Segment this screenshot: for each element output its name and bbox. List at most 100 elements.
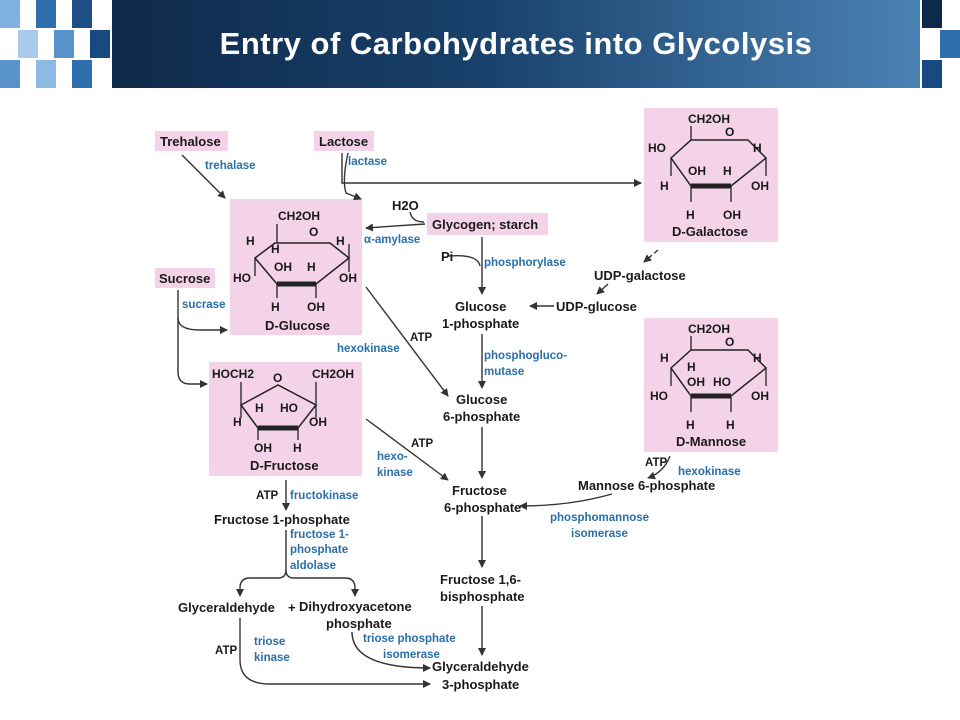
decor-square xyxy=(54,30,74,58)
glycogen-box xyxy=(427,213,548,235)
enzyme-trehalase: trehalase xyxy=(205,160,256,172)
fbp-label-1: Fructose 1,6- xyxy=(440,572,521,587)
glucose-h1: H xyxy=(246,234,255,248)
fructose-oh1: OH xyxy=(309,415,327,429)
glucose-oh2: OH xyxy=(339,271,357,285)
water-curve xyxy=(409,211,425,223)
fructose-structure-box xyxy=(209,362,362,476)
enzyme-phosphoglucomutase-1: phosphogluco- xyxy=(484,350,567,362)
mannose-ho: HO xyxy=(650,389,668,403)
fructose-ch2oh: CH2OH xyxy=(312,367,354,381)
pathway-arrows xyxy=(177,152,671,688)
atp-fructokinase: ATP xyxy=(256,490,278,502)
arrow-galactose-udpgal xyxy=(643,249,659,263)
dhap-label-1: Dihydroxyacetone xyxy=(299,599,412,614)
g1p-label-2: 1-phosphate xyxy=(442,316,519,331)
enzyme-phosphorylase: phosphorylase xyxy=(484,257,566,269)
mannose-h3: H xyxy=(687,360,696,374)
glucose-oh1: OH xyxy=(274,260,292,274)
trehalose-label: Trehalose xyxy=(160,134,221,149)
mannose-structure-box xyxy=(644,318,778,452)
atp-triose-kinase: ATP xyxy=(215,645,237,657)
arrow-f1p-dhap xyxy=(285,569,359,597)
decor-square xyxy=(72,0,92,28)
glucose-ho: HO xyxy=(233,271,251,285)
enzyme-hexokinase-glucose: hexokinase xyxy=(337,343,400,355)
arrow-udpgal-udpglc xyxy=(596,283,609,295)
galactose-ch2oh: CH2OH xyxy=(688,112,730,126)
arrow-fructose-f6p xyxy=(365,418,449,481)
glucose-oh3: OH xyxy=(307,300,325,314)
enzyme-phosphoglucomutase-2: mutase xyxy=(484,366,524,378)
fbp-label-2: bisphosphate xyxy=(440,589,525,604)
mannose-h4: H xyxy=(686,418,695,432)
arrow-trehalose-glucose xyxy=(181,154,226,199)
g6p-label-2: 6-phosphate xyxy=(443,409,520,424)
galactose-h4: H xyxy=(686,208,695,222)
g1p-label-1: Glucose xyxy=(455,299,506,314)
decor-square xyxy=(0,60,20,88)
galactose-ho: HO xyxy=(648,141,666,155)
arrow-m6p-f6p xyxy=(519,493,613,510)
fructose-h1: H xyxy=(233,415,242,429)
arrow-dhap-g3p xyxy=(351,631,431,672)
atp-mannose: ATP xyxy=(645,457,667,469)
arrow-sucrose-fructose xyxy=(177,318,208,388)
mannose-h2: H xyxy=(753,351,762,365)
decor-square xyxy=(922,0,942,28)
udp-glucose-label: UDP-glucose xyxy=(556,299,637,314)
glucose-h2: H xyxy=(271,242,280,256)
title-bar xyxy=(112,0,920,88)
lactose-box xyxy=(314,131,374,151)
galactose-label: D-Galactose xyxy=(672,224,748,239)
glucose-h5: H xyxy=(271,300,280,314)
decor-square xyxy=(90,30,110,58)
mannose-oh1: OH xyxy=(687,375,705,389)
galactose-ring-o: O xyxy=(725,125,734,139)
galactose-oh1: OH xyxy=(688,164,706,178)
arrow-glycogen-glucose xyxy=(365,223,426,232)
mannose-label: D-Mannose xyxy=(676,434,746,449)
arrow-mannose-m6p xyxy=(647,455,671,480)
udp-galactose-label: UDP-galactose xyxy=(594,268,686,283)
mannose-h5: H xyxy=(726,418,735,432)
g3p-label-2: 3-phosphate xyxy=(442,677,519,692)
fructose-ring-o: O xyxy=(273,371,282,385)
f6p-label-1: Fructose xyxy=(452,483,507,498)
enzyme-fructokinase: fructokinase xyxy=(290,490,358,502)
glucose-h4: H xyxy=(307,260,316,274)
enzyme-phosphomannose-isomerase-1: phosphomannose xyxy=(550,512,649,524)
galactose-ring: CH2OH O HO H H OH H OH H OH D-Galactose xyxy=(648,112,769,239)
mannose-ring-o: O xyxy=(725,335,734,349)
enzyme-triose-phosphate-isomerase-2: isomerase xyxy=(383,649,440,661)
arrow-glyceraldehyde-g3p xyxy=(239,618,431,688)
fructose-label: D-Fructose xyxy=(250,458,319,473)
dhap-label-2: phosphate xyxy=(326,616,392,631)
galactose-h2: H xyxy=(660,179,669,193)
galactose-oh2: OH xyxy=(751,179,769,193)
decor-square xyxy=(922,60,942,88)
fructose-oh2: OH xyxy=(254,441,272,455)
mannose-oh2: OH xyxy=(751,389,769,403)
m6p-label: Mannose 6-phosphate xyxy=(578,478,715,493)
enzyme-aldolase-2: phosphate xyxy=(290,544,348,556)
enzyme-triose-kinase-1: triose xyxy=(254,636,285,648)
fructose-ho: HO xyxy=(280,401,298,415)
atp-fructose: ATP xyxy=(411,438,433,450)
galactose-h1: H xyxy=(753,141,762,155)
sucrose-box xyxy=(155,268,215,288)
glucose-h3: H xyxy=(336,234,345,248)
decor-square xyxy=(72,60,92,88)
phosphate-curve xyxy=(448,255,481,267)
decor-square xyxy=(36,0,56,28)
glucose-ring-o: O xyxy=(309,225,318,239)
galactose-h3: H xyxy=(723,164,732,178)
galactose-structure-box xyxy=(644,108,778,242)
trehalose-box xyxy=(155,131,228,151)
water-label: H2O xyxy=(392,198,419,213)
arrow-lactose-galactose xyxy=(341,153,642,187)
enzyme-hexokinase-fructose-1: hexo- xyxy=(377,451,408,463)
g3p-label-1: Glyceraldehyde xyxy=(432,659,529,674)
glucose-structure-box xyxy=(230,199,362,335)
